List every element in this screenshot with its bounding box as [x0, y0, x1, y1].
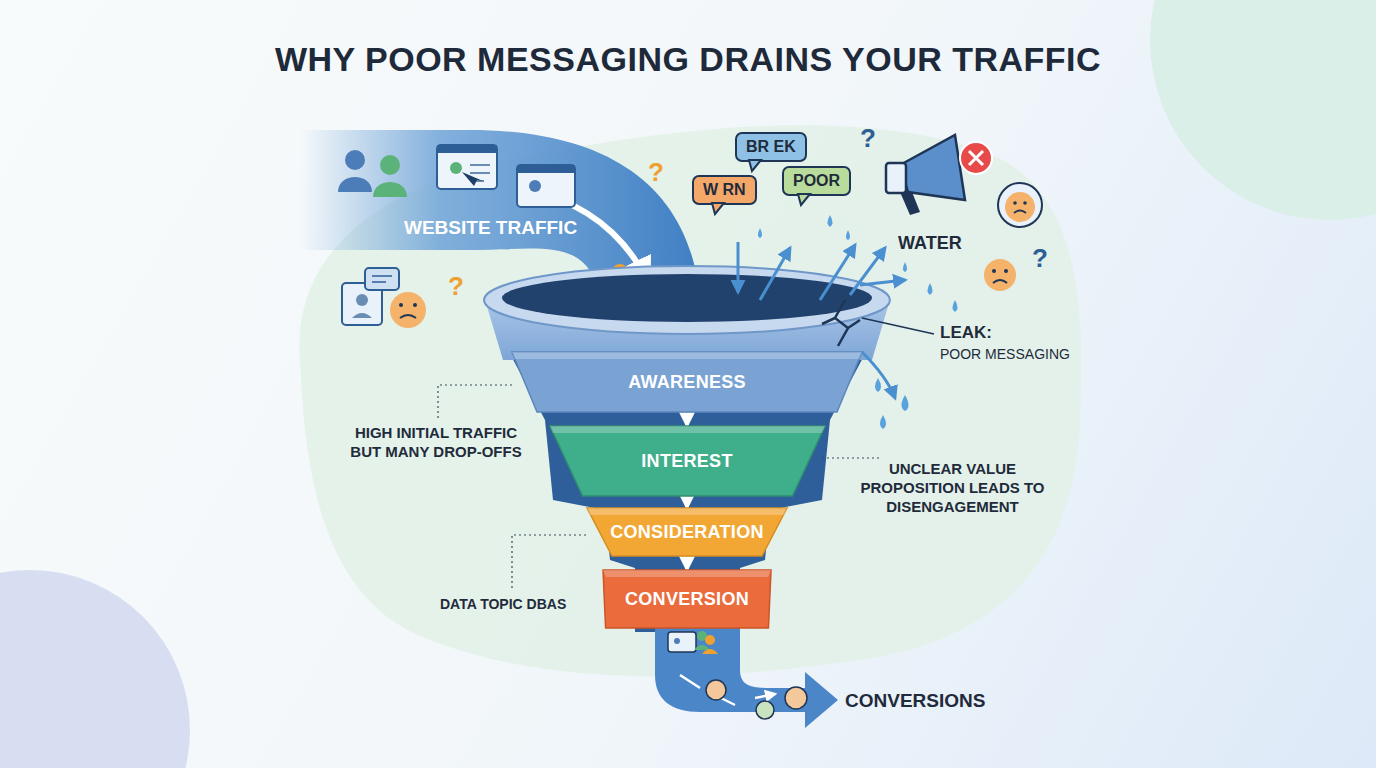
bubble-tail-shape [712, 203, 724, 214]
speech-bubble: POOR [782, 166, 851, 196]
question-mark: ? [448, 270, 464, 303]
question-mark: ? [860, 122, 876, 155]
diagram-title: WHY POOR MESSAGING DRAINS YOUR TRAFFIC [0, 38, 1376, 81]
stage-label: CONSIDERATION [610, 522, 764, 543]
band-highlight [550, 426, 825, 433]
flow-arrow [685, 497, 689, 507]
band-highlight [587, 508, 787, 515]
annotation-label: CONVERSIONS [845, 689, 985, 713]
band-fill [587, 508, 787, 556]
band-text: CONSIDERATION [587, 508, 787, 556]
bubble-text: POOR [793, 172, 840, 190]
bubble-tail [712, 203, 726, 215]
bubble-tail-shape [749, 160, 761, 171]
band-fill [603, 570, 771, 628]
band-fill [550, 426, 825, 496]
bubble-text: BR EK [746, 138, 796, 156]
speech-bubble: W RN [692, 175, 757, 205]
annotation-label: HIGH INITIAL TRAFFIC BUT MANY DROP-OFFS [338, 424, 534, 462]
funnel-stage: CONSIDERATION [587, 508, 787, 556]
bubble-tail [749, 160, 763, 172]
band-text: AWARENESS [512, 352, 862, 412]
band-text: CONVERSION [603, 570, 771, 628]
band-text: INTEREST [550, 426, 825, 496]
annotation-label: POOR MESSAGING [940, 346, 1070, 364]
bubble-tail [798, 194, 812, 206]
stage-label: CONVERSION [625, 589, 749, 610]
funnel-stage: AWARENESS [512, 352, 862, 412]
annotation-label: UNCLEAR VALUE PROPOSITION LEADS TO DISEN… [850, 460, 1055, 516]
stage-label: INTEREST [641, 451, 732, 472]
speech-bubble: BR EK [735, 132, 807, 162]
band-highlight [512, 352, 862, 359]
bubble-tail-shape [798, 194, 810, 205]
flow-arrow [685, 413, 689, 425]
funnel-stage: CONVERSION [603, 570, 771, 628]
band-highlight [603, 570, 771, 577]
flow-arrow [685, 557, 689, 569]
stage-label: AWARENESS [628, 372, 746, 393]
band-fill [512, 352, 862, 412]
funnel-stage: INTEREST [550, 426, 825, 496]
question-mark: ? [1032, 242, 1048, 275]
bubble-text: W RN [703, 181, 746, 199]
question-mark: ? [648, 156, 664, 189]
annotation-label: DATA TOPIC DBAS [440, 596, 566, 614]
annotation-label: WEBSITE TRAFFIC [404, 216, 577, 240]
annotation-label: WATER [898, 232, 962, 255]
annotation-label: LEAK: [940, 322, 992, 343]
